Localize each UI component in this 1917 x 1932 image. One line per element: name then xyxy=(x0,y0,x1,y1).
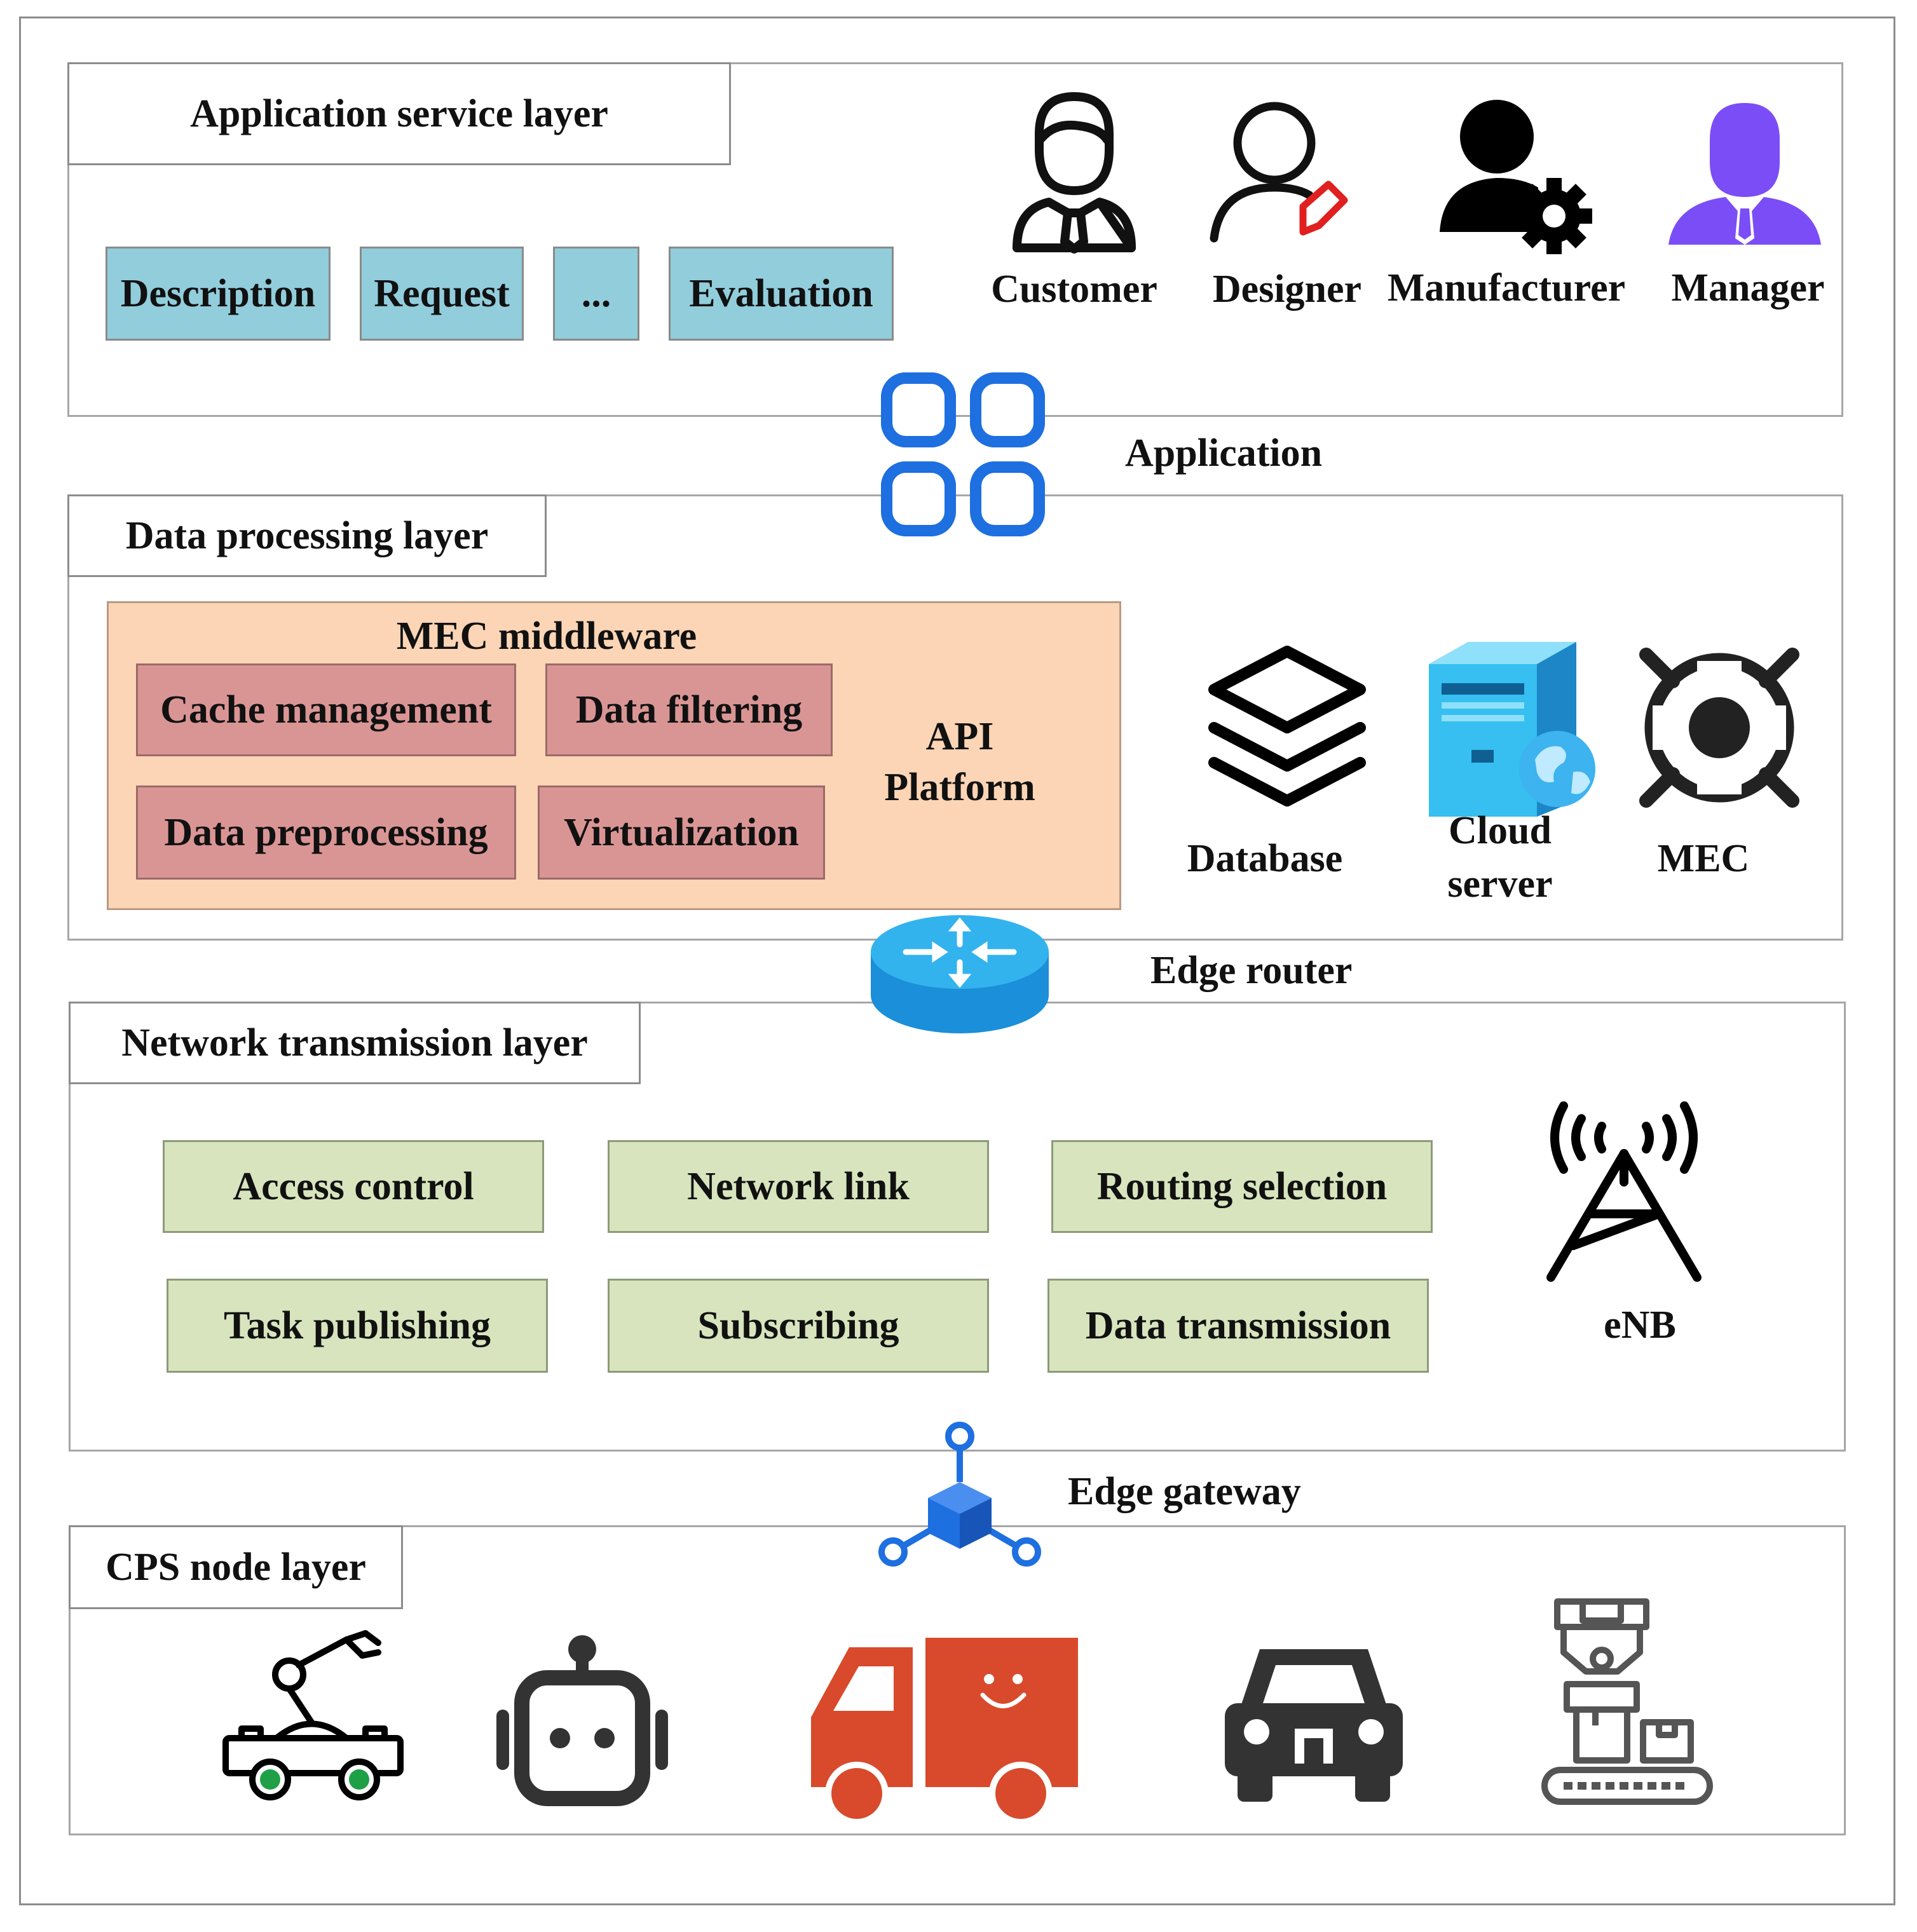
cloud-server-icon xyxy=(1429,642,1595,817)
application-connector-label: Application xyxy=(1125,432,1323,475)
routing-selection-box: Routing selection xyxy=(1051,1140,1433,1233)
network-link-box: Network link xyxy=(608,1140,989,1233)
enb-tower-icon xyxy=(1546,1101,1702,1282)
mec-middleware-title: MEC middleware xyxy=(396,615,697,658)
edge-gateway-label: Edge gateway xyxy=(1068,1470,1301,1513)
cache-management-box: Cache management xyxy=(136,663,516,756)
enb-label: eNB xyxy=(1604,1303,1676,1347)
data-filtering-box: Data filtering xyxy=(545,663,833,756)
subscribing-box: Subscribing xyxy=(608,1279,989,1373)
api-platform-line2: Platform xyxy=(884,766,1035,809)
robot-arm-vehicle-icon xyxy=(222,1630,404,1800)
diagram-frame xyxy=(19,17,1895,1905)
edge-router-icon xyxy=(871,915,1049,1033)
cloud-server-label-line2: server xyxy=(1447,862,1553,906)
manager-label: Manager xyxy=(1671,266,1825,310)
request-box: Request xyxy=(360,247,524,341)
ellipsis-box: ... xyxy=(553,247,639,341)
network-layer-title: Network transmission layer xyxy=(69,1002,641,1084)
description-box: Description xyxy=(106,247,331,341)
designer-label: Designer xyxy=(1212,268,1362,311)
virtualization-box: Virtualization xyxy=(538,786,825,880)
cloud-server-label-line1: Cloud xyxy=(1449,809,1552,852)
manufacturer-label: Manufacturer xyxy=(1387,266,1626,310)
customer-label: Customer xyxy=(991,268,1157,311)
data-processing-layer-title: Data processing layer xyxy=(67,494,547,577)
delivery-truck-icon xyxy=(811,1638,1078,1825)
database-layers-icon xyxy=(1208,646,1366,806)
data-preprocessing-box: Data preprocessing xyxy=(136,786,516,880)
manager-icon xyxy=(1668,103,1821,245)
mec-icon xyxy=(1639,648,1799,808)
customer-icon xyxy=(1013,92,1136,254)
application-layer-title: Application service layer xyxy=(67,62,731,165)
mec-label: MEC xyxy=(1657,837,1750,880)
robot-icon xyxy=(496,1635,668,1806)
manufacturer-icon xyxy=(1440,100,1592,254)
designer-icon xyxy=(1210,102,1348,243)
edge-gateway-icon xyxy=(878,1422,1041,1567)
database-label: Database xyxy=(1187,837,1343,880)
edge-router-label: Edge router xyxy=(1150,949,1353,992)
car-icon xyxy=(1225,1649,1403,1802)
api-platform-line1: API xyxy=(925,715,994,758)
evaluation-box: Evaluation xyxy=(669,247,894,341)
application-grid-icon-overlay xyxy=(881,372,1045,536)
task-publishing-box: Task publishing xyxy=(167,1279,548,1373)
cps-layer-title: CPS node layer xyxy=(69,1525,403,1609)
data-transmission-box: Data transmission xyxy=(1047,1279,1429,1373)
access-control-box: Access control xyxy=(163,1140,544,1233)
industrial-machine-icon xyxy=(1541,1598,1713,1805)
